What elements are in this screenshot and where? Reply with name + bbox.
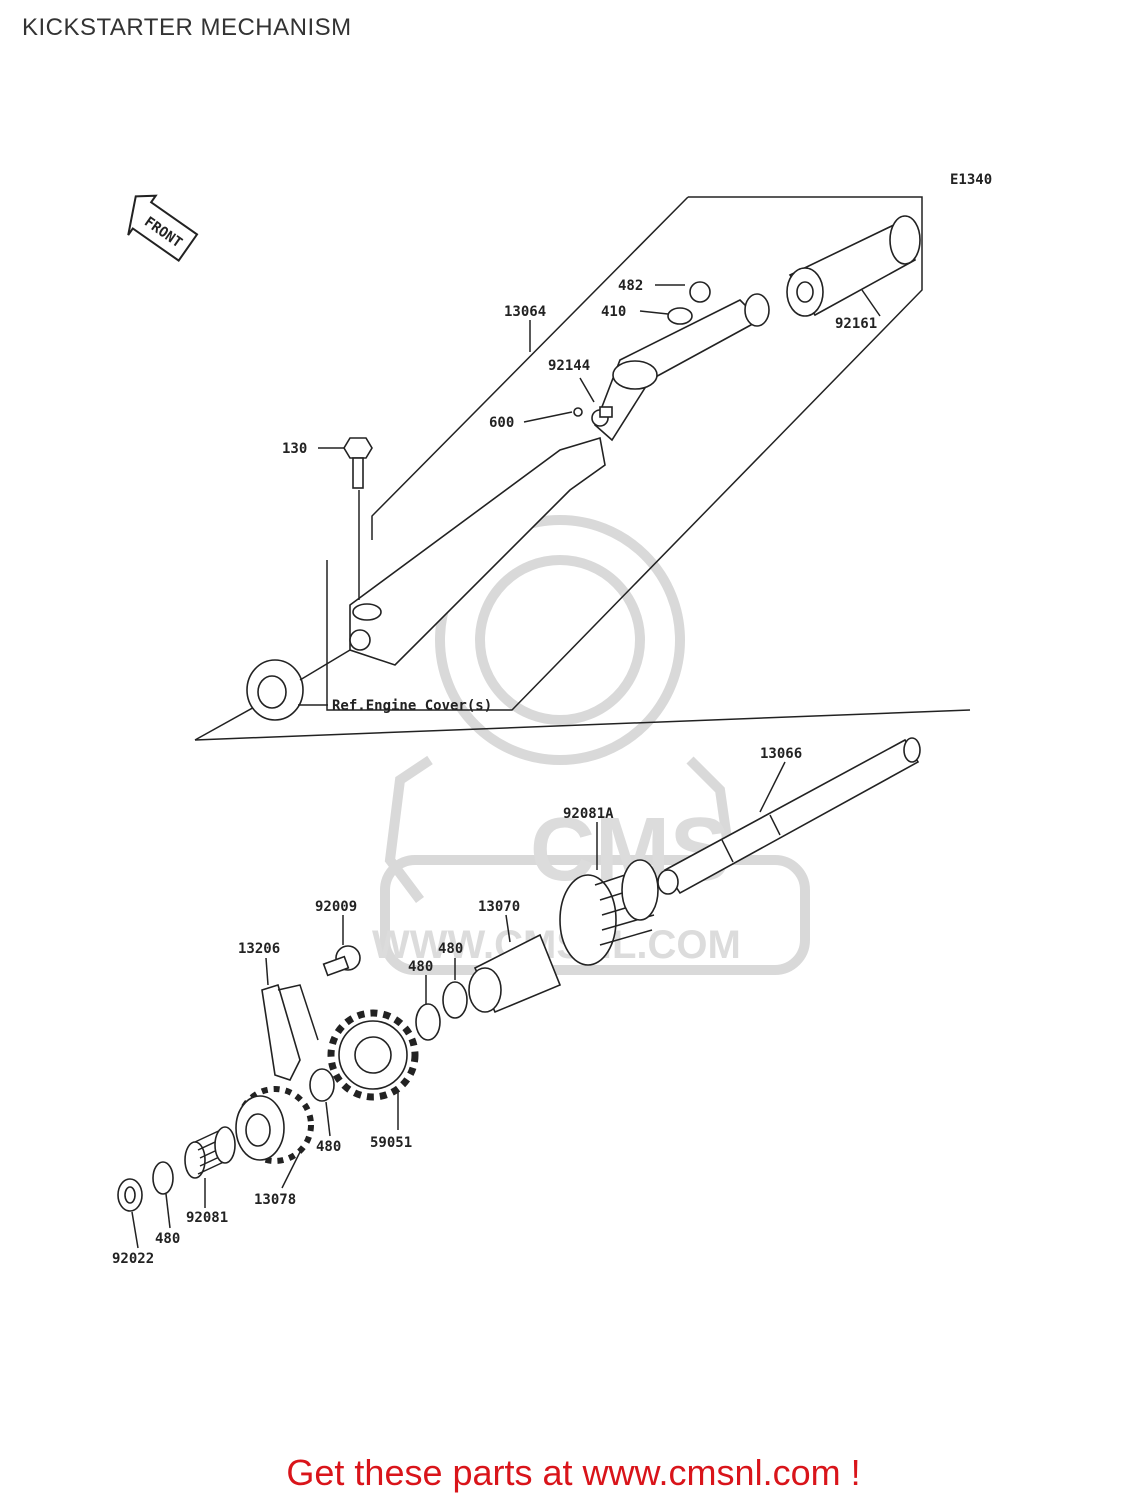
circlip-480-b: [415, 1003, 441, 1041]
steel-ball-600: [573, 407, 583, 417]
watermark-url: WWW.CMSNL.COM: [372, 923, 741, 967]
label-13206: 13206: [238, 941, 280, 957]
label-59051: 59051: [370, 1135, 412, 1151]
label-480-b: 480: [408, 959, 433, 975]
kick-shaft: [657, 737, 921, 895]
label-92081A: 92081A: [563, 806, 614, 822]
label-13066: 13066: [760, 746, 802, 762]
label-13070: 13070: [478, 899, 520, 915]
leader-lines: [131, 284, 881, 1249]
rubber-grip: [786, 215, 921, 317]
watermark: CMS WWW.CMSNL.COM: [372, 515, 810, 975]
label-92144: 92144: [548, 358, 590, 374]
washer-410: [667, 307, 693, 325]
label-92081: 92081: [186, 1210, 228, 1226]
ratchet: [235, 1086, 314, 1164]
bolt-92009: [322, 945, 361, 977]
e-clip-482: [689, 281, 711, 303]
bolt-130: [343, 437, 373, 489]
page-title: KICKSTARTER MECHANISM: [22, 14, 352, 41]
front-arrow-icon: FRONT: [127, 194, 199, 263]
label-13078: 13078: [254, 1192, 296, 1208]
return-spring: [559, 859, 659, 966]
spring-92144: [599, 406, 613, 418]
label-482: 482: [618, 278, 643, 294]
diagram-code: E1340: [950, 172, 992, 188]
ratchet-spring: [184, 1126, 236, 1179]
label-480-d: 480: [155, 1231, 180, 1247]
circlip-480-d: [152, 1161, 174, 1195]
parts-diagram: CMS WWW.CMSNL.COM E1340 FRONT: [112, 172, 992, 1267]
label-13064: 13064: [504, 304, 546, 320]
ratchet-guide-plate: [261, 983, 319, 1081]
label-130: 130: [282, 441, 307, 457]
label-92161: 92161: [835, 316, 877, 332]
label-480-c: 480: [316, 1139, 341, 1155]
circlip-480-c: [309, 1068, 335, 1102]
circlip-480-a: [442, 981, 468, 1019]
reference-note: Ref.Engine Cover(s): [332, 698, 492, 714]
kick-gear: [327, 1009, 419, 1101]
label-480-a: 480: [438, 941, 463, 957]
label-410: 410: [601, 304, 626, 320]
label-92022: 92022: [112, 1251, 154, 1267]
label-92009: 92009: [315, 899, 357, 915]
spacer-sleeve: [468, 933, 562, 1014]
oil-seal: [246, 659, 304, 721]
kick-pedal-lever: [349, 293, 770, 666]
washer-92022: [117, 1178, 143, 1212]
label-600: 600: [489, 415, 514, 431]
footer-link[interactable]: Get these parts at www.cmsnl.com !: [286, 1452, 861, 1493]
